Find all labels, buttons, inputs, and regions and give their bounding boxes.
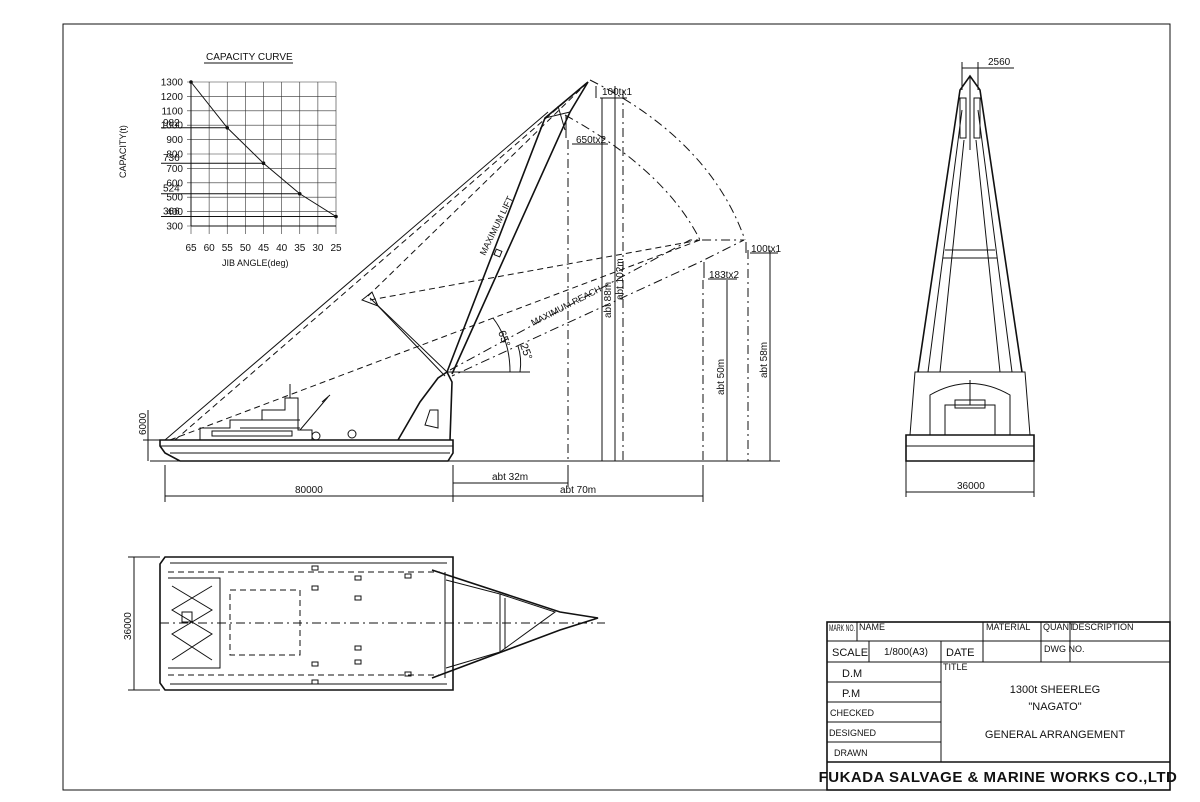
drawing-title-2: "NAGATO": [1028, 701, 1081, 713]
angle-label-65: 65°: [495, 329, 512, 349]
row-drawn: DRAWN: [834, 748, 868, 758]
y-tick-labels: 1300 1200 1100 1000 900 800 700 600 500 400 300: [161, 78, 184, 233]
x-tick-label: 25: [330, 243, 342, 254]
height-label-102: abt 102m: [615, 258, 626, 300]
header-name: NAME: [859, 622, 885, 632]
bollard: [404, 573, 412, 579]
company-name: FUKADA SALVAGE & MARINE WORKS CO.,LTD: [819, 769, 1178, 786]
row-designed: DESIGNED: [829, 728, 877, 738]
bollard: [354, 595, 362, 601]
bollard: [354, 645, 362, 651]
boom-max-lift: [446, 81, 589, 375]
plan-view: 36000: [123, 556, 605, 691]
row-dm: D.M: [842, 668, 862, 680]
y-tick-label: 900: [166, 135, 183, 146]
capacity-point: [189, 80, 193, 84]
y-tick-label: 1100: [161, 106, 183, 117]
header-mark-no: MARK NO.: [829, 623, 855, 633]
boom-max-reach: [449, 239, 745, 377]
dim-reach-max: abt 70m: [560, 485, 596, 496]
bollard: [354, 659, 362, 665]
height-label-88: abt 88m: [603, 282, 614, 318]
y-tick-label: 1300: [161, 78, 184, 89]
hook-label-reach-aux: 100tx1: [751, 244, 781, 255]
x-tick-label: 40: [276, 243, 288, 254]
angle-label-25: 25°: [517, 342, 534, 362]
hook-label-reach: 183tx2: [709, 270, 739, 281]
data-label: 524: [163, 184, 180, 195]
x-tick-label: 55: [222, 243, 234, 254]
title-label: TITLE: [943, 662, 968, 672]
data-label: 982: [163, 118, 180, 129]
side-view: 65° 25° MAXIMUM LIFT MAXIMUM REACH 100tx…: [138, 79, 781, 502]
dim-reach-max-lift: abt 32m: [492, 472, 528, 483]
x-tick-label: 65: [185, 243, 197, 254]
title-block: MARK NO. NAME MATERIAL QUANT DESCRIPTION…: [819, 621, 1178, 791]
x-axis-label: JIB ANGLE(deg): [222, 258, 289, 268]
y-tick-label: 400: [166, 207, 183, 218]
x-tick-label: 35: [294, 243, 306, 254]
sheet-border: [62, 23, 1171, 791]
height-label-50: abt 50m: [716, 359, 727, 395]
reach-arc: [589, 79, 746, 241]
x-tick-label: 60: [204, 243, 216, 254]
y-tick-label: 1000: [161, 121, 184, 132]
bollard: [311, 661, 319, 667]
row-pm: P.M: [842, 688, 860, 700]
x-tick-label: 50: [240, 243, 252, 254]
plan-fittings: [311, 565, 412, 685]
plan-a-frame: [431, 569, 599, 679]
dim-depth: 6000: [138, 412, 149, 435]
y-tick-label: 1200: [161, 92, 184, 103]
front-view: 36000 2560: [905, 57, 1035, 497]
front-dim-width: 36000: [957, 481, 985, 492]
front-hull: [905, 434, 1035, 462]
x-tick-label: 30: [312, 243, 324, 254]
y-tick-label: 700: [166, 164, 183, 175]
drawing-title-3: GENERAL ARRANGEMENT: [985, 729, 1125, 741]
chart-title: CAPACITY CURVE: [206, 52, 293, 63]
a-frame-base: [397, 370, 453, 441]
header-quant: QUANT: [1043, 622, 1075, 632]
capacity-curve-chart: CAPACITY CURVE CAPACITY(t) JIB ANGLE(deg…: [118, 52, 342, 268]
barge-hull: [159, 439, 454, 462]
bollard: [354, 575, 362, 581]
plan-hull: [159, 556, 454, 691]
date-label: DATE: [946, 647, 975, 659]
data-label: 366: [163, 206, 180, 217]
x-tick-label: 45: [258, 243, 270, 254]
bollard: [404, 671, 412, 677]
dim-length: 80000: [295, 485, 323, 496]
dwg-no-label: DWG NO.: [1044, 644, 1085, 654]
bollard: [311, 585, 319, 591]
header-description: DESCRIPTION: [1072, 622, 1134, 632]
capacity-series: 982 736 524 366: [161, 80, 338, 219]
height-label-58: abt 58m: [759, 342, 770, 378]
hook-label-main-lift: 650tx2: [576, 135, 606, 146]
y-tick-label: 800: [166, 150, 183, 161]
y-tick-label: 500: [166, 193, 183, 204]
header-material: MATERIAL: [986, 622, 1030, 632]
y-tick-label: 300: [166, 222, 183, 233]
plan-dim-width: 36000: [123, 612, 134, 640]
scale-label: SCALE: [832, 647, 868, 659]
hook-label-main-lift-aux: 100tx1: [602, 87, 632, 98]
drawing-title-1: 1300t SHEERLEG: [1010, 684, 1101, 696]
bollard: [311, 679, 319, 685]
bollard: [311, 565, 319, 571]
y-tick-label: 600: [166, 178, 183, 189]
scale-value: 1/800(A3): [884, 647, 928, 658]
data-label: 736: [163, 153, 180, 164]
y-axis-label: CAPACITY(t): [118, 125, 128, 178]
front-dim-top: 2560: [988, 57, 1011, 68]
chart-grid: [187, 81, 337, 234]
row-checked: CHECKED: [830, 708, 875, 718]
x-tick-labels: 65 60 55 50 45 40 35 30 25: [185, 243, 342, 254]
